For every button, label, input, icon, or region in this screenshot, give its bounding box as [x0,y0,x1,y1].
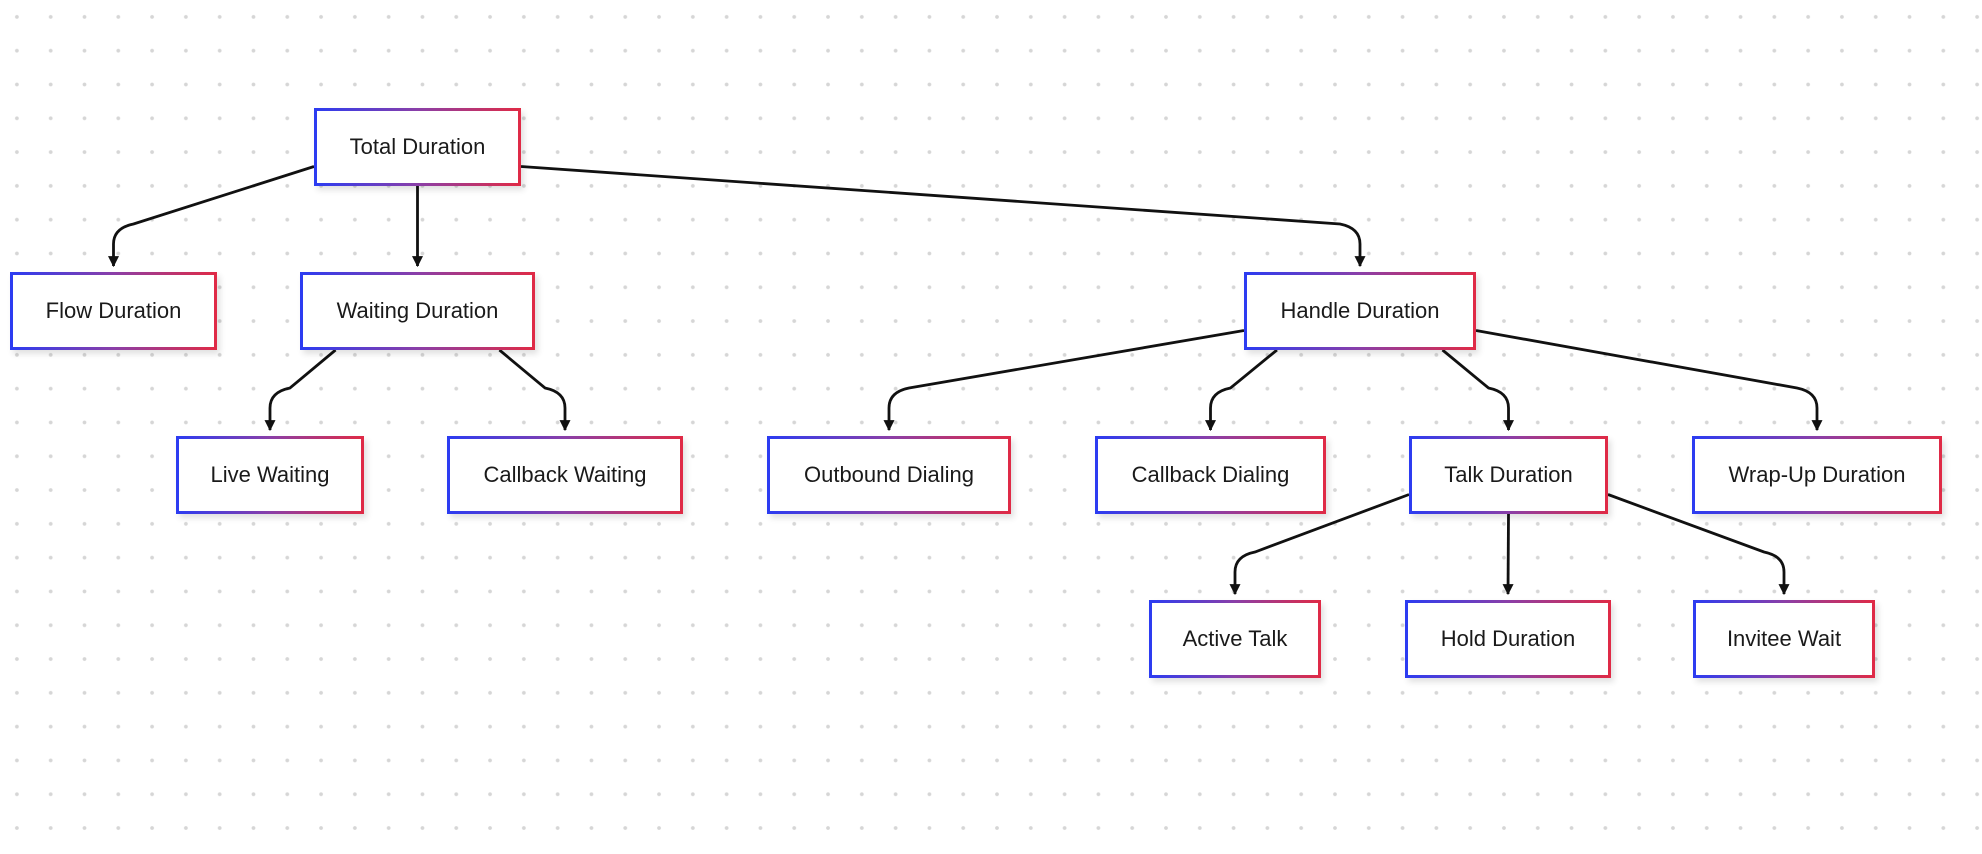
node-label: Waiting Duration [336,298,499,323]
node-talk-duration[interactable]: Talk Duration [1409,436,1608,514]
node-label: Flow Duration [45,298,182,323]
node-label: Total Duration [349,134,486,159]
edge-waiting-duration-to-live-waiting [264,348,337,432]
node-label: Hold Duration [1440,626,1576,651]
node-hold-duration[interactable]: Hold Duration [1405,600,1611,678]
node-flow-duration[interactable]: Flow Duration [10,272,217,350]
node-label: Active Talk [1182,626,1288,651]
node-callback-dialing[interactable]: Callback Dialing [1095,436,1326,514]
node-label: Handle Duration [1280,298,1440,323]
node-label: Outbound Dialing [803,462,974,487]
node-label: Invitee Wait [1726,626,1842,651]
edge-waiting-duration-to-callback-waiting [498,348,571,432]
edge-talk-duration-to-active-talk [1229,493,1410,596]
edge-talk-duration-to-hold-duration [1502,513,1514,596]
edge-handle-duration-to-wrap-up-duration [1475,329,1823,432]
edge-handle-duration-to-callback-dialing [1205,348,1278,432]
node-outbound-dialing[interactable]: Outbound Dialing [767,436,1011,514]
edge-total-duration-to-flow-duration [108,165,315,268]
node-callback-waiting[interactable]: Callback Waiting [447,436,683,514]
node-wrap-up-duration[interactable]: Wrap-Up Duration [1692,436,1942,514]
edge-talk-duration-to-invitee-wait [1607,493,1790,596]
node-handle-duration[interactable]: Handle Duration [1244,272,1476,350]
edge-total-duration-to-handle-duration [520,165,1366,268]
node-label: Callback Dialing [1131,462,1290,487]
node-label: Wrap-Up Duration [1728,462,1906,487]
node-waiting-duration[interactable]: Waiting Duration [300,272,535,350]
node-active-talk[interactable]: Active Talk [1149,600,1321,678]
node-label: Live Waiting [210,462,330,487]
node-label: Callback Waiting [483,462,647,487]
edge-handle-duration-to-outbound-dialing [883,329,1245,432]
node-label: Talk Duration [1444,462,1573,487]
node-live-waiting[interactable]: Live Waiting [176,436,364,514]
edge-handle-duration-to-talk-duration [1441,348,1514,432]
node-invitee-wait[interactable]: Invitee Wait [1693,600,1875,678]
node-total-duration[interactable]: Total Duration [314,108,521,186]
